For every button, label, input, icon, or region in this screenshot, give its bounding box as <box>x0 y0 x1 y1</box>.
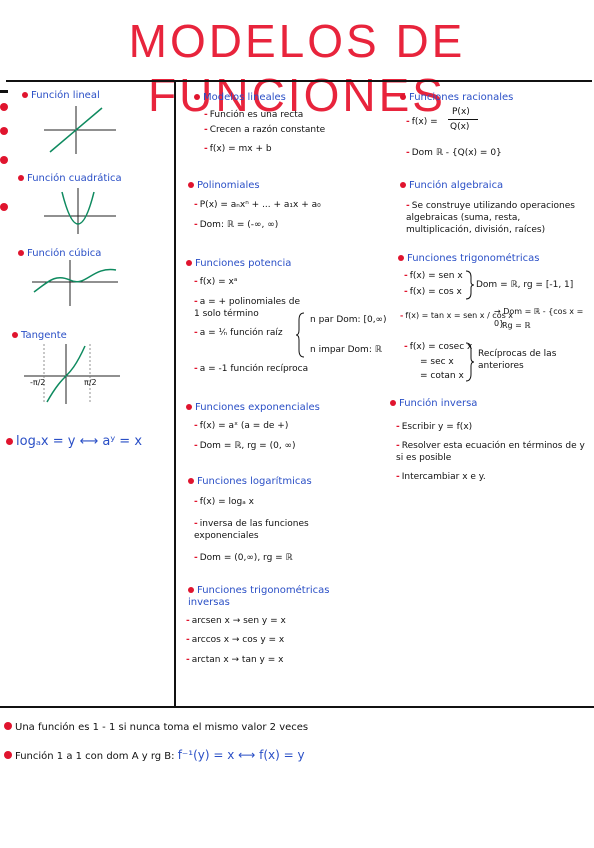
graph-label-tangente: Tangente <box>12 330 67 341</box>
bullet-dot <box>0 156 8 164</box>
list-item: -P(x) = aₙxⁿ + ... + a₁x + a₀ <box>194 200 321 210</box>
section-title-logaritmicas: Funciones logarítmicas <box>188 476 312 487</box>
section-title-lineales: Modelos lineales <box>194 92 286 103</box>
bullet-dot <box>0 103 8 111</box>
corner-mark <box>0 90 8 93</box>
brace <box>466 270 474 300</box>
tick-label-right: π/2 <box>84 378 97 387</box>
graph-label-cubica: Función cúbica <box>18 248 101 259</box>
log-formula: logₐx = y ⟷ aʸ = x <box>6 434 142 449</box>
rational-formula-left: -f(x) = <box>406 117 438 127</box>
page-title: MODELOS DE FUNCIONES <box>128 15 466 121</box>
trig-sen: -f(x) = sen x <box>404 271 463 281</box>
trig-cos: -f(x) = cos x <box>404 287 462 297</box>
bottom-line-2: Función 1 a 1 con dom A y rg B: f⁻¹(y) =… <box>4 748 305 762</box>
graph-cubica <box>32 260 118 306</box>
section-title-polinomiales: Polinomiales <box>188 180 260 191</box>
brace <box>466 342 474 382</box>
list-item: -Crecen a razón constante <box>204 125 326 135</box>
graph-label-lineal: Función lineal <box>22 90 100 101</box>
list-item: -Dom = (0,∞), rg = ℝ <box>194 553 293 563</box>
inverse-formula: f⁻¹(y) = x ⟷ f(x) = y <box>177 748 305 762</box>
list-item: -f(x) = logₐ x <box>194 497 254 507</box>
section-title-algebraica: Función algebraica <box>400 180 503 191</box>
brace-top-text: n par Dom: [0,∞) <box>310 315 387 325</box>
bottom-divider <box>0 706 594 708</box>
list-item: -f(x) = mx + b <box>204 144 272 154</box>
section-title-trigonometricas: Funciones trigonométricas <box>398 253 539 264</box>
list-item: -arctan x → tan y = x <box>186 655 284 665</box>
trig-tan-rg: Rg = ℝ <box>502 321 531 330</box>
list-item: -f(x) = xᵃ <box>194 277 238 287</box>
graph-tangente <box>24 344 120 404</box>
list-item: -inversa de las funciones exponenciales <box>194 519 309 541</box>
trig-tan-dom: → Dom = ℝ - {cos x = 0} <box>494 307 584 328</box>
list-item: -Dom = ℝ, rg = (0, ∞) <box>194 441 296 451</box>
section-title-racionales: Funciones racionales <box>400 92 513 103</box>
graph-lineal <box>44 106 116 154</box>
list-item: -Dom: ℝ = (-∞, ∞) <box>194 220 279 230</box>
trig-tan: -f(x) = tan x = sen x / cos x <box>400 311 514 320</box>
rational-numerator: P(x) <box>452 107 470 117</box>
trig-reciprocas: Recíprocas de las anteriores <box>478 349 557 371</box>
list-item: -arccos x → cos y = x <box>186 635 285 645</box>
trig-sencos-dom: Dom = ℝ, rg = [-1, 1] <box>476 280 574 290</box>
list-item: -f(x) = aˣ (a = de +) <box>194 421 289 431</box>
left-column-divider <box>174 80 176 708</box>
section-title-potencia: Funciones potencia <box>186 258 291 269</box>
list-item: -a = + polinomiales de 1 solo término <box>194 297 300 319</box>
bullet-dot <box>0 203 8 211</box>
rational-dom: -Dom ℝ - {Q(x) = 0} <box>406 148 502 158</box>
list-item: -Escribir y = f(x) <box>396 422 473 432</box>
tick-label-left: -π/2 <box>30 378 46 387</box>
list-item: -a = -1 función recíproca <box>194 364 309 374</box>
rational-denominator: Q(x) <box>450 122 470 132</box>
section-title-trig-inversas: Funciones trigonométricas inversas <box>188 585 330 608</box>
section-title-inversa: Función inversa <box>390 398 477 409</box>
list-item: -Resolver esta ecuación en términos de y… <box>396 441 585 463</box>
top-divider <box>6 80 592 82</box>
graph-label-cuadratica: Función cuadrática <box>18 173 122 184</box>
list-item: -Intercambiar x e y. <box>396 472 486 482</box>
trig-sec: = sec x <box>420 357 454 367</box>
brace-bottom-text: n impar Dom: ℝ <box>310 345 382 355</box>
brace <box>296 312 305 358</box>
list-item: -arcsen x → sen y = x <box>186 616 286 626</box>
graph-cuadratica <box>44 188 116 234</box>
list-item: -a = ¹⁄ₙ función raíz <box>194 328 283 338</box>
fraction-bar <box>448 119 478 120</box>
algebraica-text: -Se construye utilizando operaciones alg… <box>406 201 575 235</box>
bottom-line-1: Una función es 1 - 1 si nunca toma el mi… <box>4 722 308 733</box>
trig-cosec: -f(x) = cosec x <box>404 342 473 352</box>
list-item: -Función es una recta <box>204 110 304 120</box>
section-title-exponenciales: Funciones exponenciales <box>186 402 320 413</box>
bullet-dot <box>0 127 8 135</box>
trig-cotan: = cotan x <box>420 371 464 381</box>
